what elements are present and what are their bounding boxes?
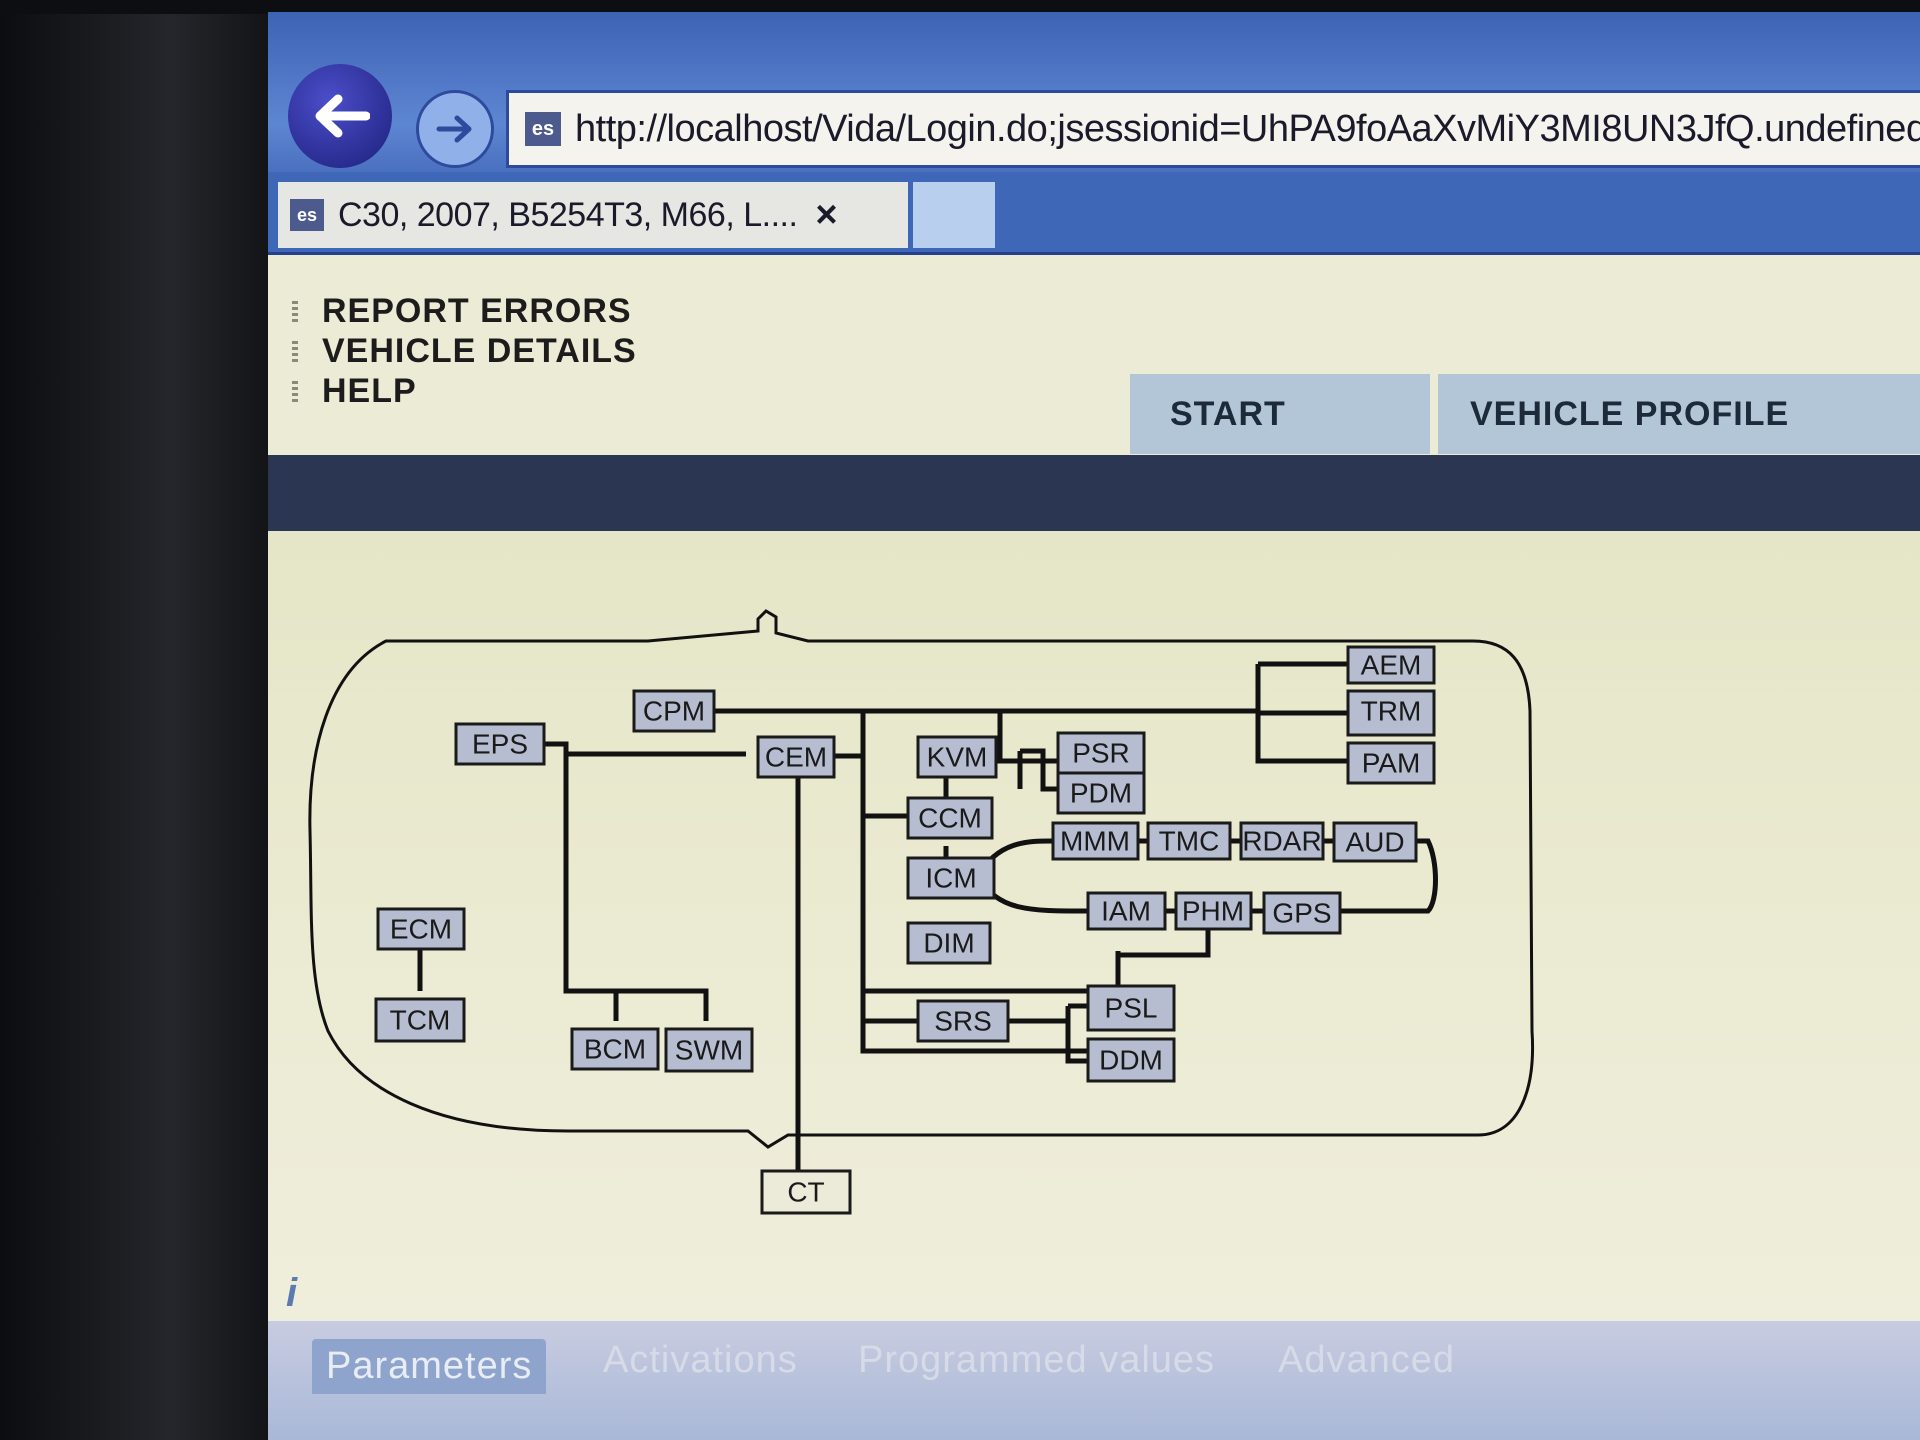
module-aud[interactable]: AUD (1332, 821, 1418, 863)
info-icon[interactable]: i (286, 1271, 298, 1315)
network-wires (417, 661, 1438, 1191)
vehicle-outline (308, 609, 1535, 1149)
svg-text:DIM: DIM (923, 928, 974, 959)
svg-text:PHM: PHM (1182, 896, 1244, 927)
svg-text:PSR: PSR (1072, 738, 1130, 769)
tab-vehicle-profile[interactable]: VEHICLE PROFILE (1438, 374, 1920, 454)
svg-text:IAM: IAM (1101, 896, 1151, 927)
module-icm[interactable]: ICM (906, 856, 996, 900)
tab-title: C30, 2007, B5254T3, M66, L.... (338, 195, 798, 234)
grip-icon (292, 340, 298, 363)
module-dim[interactable]: DIM (906, 921, 992, 965)
svg-text:PAM: PAM (1362, 748, 1421, 779)
tab-favicon-icon: es (290, 199, 324, 231)
browser-tab-bar: es C30, 2007, B5254T3, M66, L.... × (268, 172, 1920, 255)
svg-text:DDM: DDM (1099, 1045, 1163, 1076)
module-tcm[interactable]: TCM (374, 997, 466, 1043)
svg-text:AEM: AEM (1361, 650, 1422, 681)
screen: es http://localhost/Vida/Login.do;jsessi… (268, 12, 1920, 1440)
module-trm[interactable]: TRM (1346, 689, 1436, 737)
arrow-right-icon (436, 115, 472, 143)
svg-text:KVM: KVM (927, 742, 988, 773)
close-icon[interactable]: × (815, 193, 838, 236)
monitor-bezel (0, 0, 285, 1440)
module-gps[interactable]: GPS (1262, 891, 1342, 935)
module-rdar[interactable]: RDAR (1239, 821, 1325, 861)
module-cem[interactable]: CEM (756, 735, 836, 779)
tab-start[interactable]: START (1130, 374, 1430, 454)
grip-icon (292, 380, 298, 403)
svg-text:TCM: TCM (390, 1005, 451, 1036)
svg-text:GPS: GPS (1272, 898, 1331, 929)
svg-text:ECM: ECM (390, 914, 452, 945)
tab-programmed-values[interactable]: Programmed values (858, 1339, 1216, 1381)
svg-text:TRM: TRM (1361, 696, 1422, 727)
module-swm[interactable]: SWM (664, 1027, 754, 1073)
browser-toolbar: es http://localhost/Vida/Login.do;jsessi… (268, 12, 1920, 172)
module-srs[interactable]: SRS (916, 999, 1010, 1043)
module-ddm[interactable]: DDM (1086, 1037, 1176, 1083)
new-tab-button[interactable] (913, 182, 995, 248)
svg-text:EPS: EPS (472, 729, 528, 760)
module-pdm[interactable]: PDM (1056, 771, 1146, 815)
svg-text:SWM: SWM (675, 1035, 743, 1066)
forward-button[interactable] (416, 90, 494, 168)
site-favicon-icon: es (525, 112, 561, 146)
menu-item-report-errors[interactable]: REPORT ERRORS (292, 292, 632, 331)
tab-parameters[interactable]: Parameters (312, 1339, 547, 1394)
menu-item-vehicle-details[interactable]: VEHICLE DETAILS (292, 332, 637, 371)
svg-text:CPM: CPM (643, 696, 705, 727)
module-eps[interactable]: EPS (454, 722, 546, 766)
module-mmm[interactable]: MMM (1051, 821, 1140, 861)
tab-activations[interactable]: Activations (603, 1339, 798, 1381)
svg-text:RDAR: RDAR (1242, 826, 1321, 857)
bottom-tab-bar: Parameters Activations Programmed values… (268, 1321, 1920, 1440)
module-bcm[interactable]: BCM (570, 1027, 660, 1071)
monitor-bezel-top (0, 0, 1920, 14)
url-text: http://localhost/Vida/Login.do;jsessioni… (575, 107, 1920, 150)
menu-item-label: HELP (322, 372, 417, 410)
address-bar[interactable]: es http://localhost/Vida/Login.do;jsessi… (506, 90, 1920, 168)
ecu-network-diagram: CPM EPS CEM KVM PSR PDM AEM TRM PAM CCM … (308, 609, 1535, 1215)
svg-text:CEM: CEM (765, 742, 827, 773)
svg-text:PDM: PDM (1070, 778, 1132, 809)
module-kvm[interactable]: KVM (916, 735, 998, 779)
module-phm[interactable]: PHM (1174, 891, 1253, 931)
module-iam[interactable]: IAM (1086, 891, 1167, 931)
module-pam[interactable]: PAM (1346, 741, 1436, 785)
svg-text:CT: CT (787, 1177, 824, 1208)
module-cpm[interactable]: CPM (632, 689, 716, 733)
menu-item-label: VEHICLE DETAILS (322, 332, 637, 370)
menu-item-help[interactable]: HELP (292, 372, 417, 411)
header-band (268, 455, 1920, 531)
module-aem[interactable]: AEM (1346, 645, 1436, 685)
module-ccm[interactable]: CCM (906, 796, 994, 840)
svg-text:PSL: PSL (1105, 993, 1158, 1024)
module-ecm[interactable]: ECM (376, 907, 466, 951)
menu-item-label: REPORT ERRORS (322, 292, 632, 330)
svg-text:TMC: TMC (1159, 826, 1220, 857)
module-tmc[interactable]: TMC (1146, 821, 1232, 861)
grip-icon (292, 300, 298, 323)
back-button[interactable] (288, 64, 392, 168)
module-psl[interactable]: PSL (1086, 984, 1176, 1032)
svg-text:SRS: SRS (934, 1006, 992, 1037)
svg-text:AUD: AUD (1345, 827, 1404, 858)
svg-text:BCM: BCM (584, 1034, 646, 1065)
ecu-modules: CPM EPS CEM KVM PSR PDM AEM TRM PAM CCM … (374, 645, 1436, 1215)
svg-text:CCM: CCM (918, 803, 982, 834)
arrow-left-icon (315, 94, 370, 138)
browser-tab[interactable]: es C30, 2007, B5254T3, M66, L.... × (278, 182, 908, 248)
svg-text:ICM: ICM (925, 863, 976, 894)
module-ct[interactable]: CT (760, 1169, 852, 1215)
network-diagram-panel: CPM EPS CEM KVM PSR PDM AEM TRM PAM CCM … (268, 531, 1920, 1321)
tab-advanced[interactable]: Advanced (1278, 1339, 1456, 1381)
svg-text:MMM: MMM (1060, 826, 1130, 857)
module-psr[interactable]: PSR (1056, 731, 1146, 775)
